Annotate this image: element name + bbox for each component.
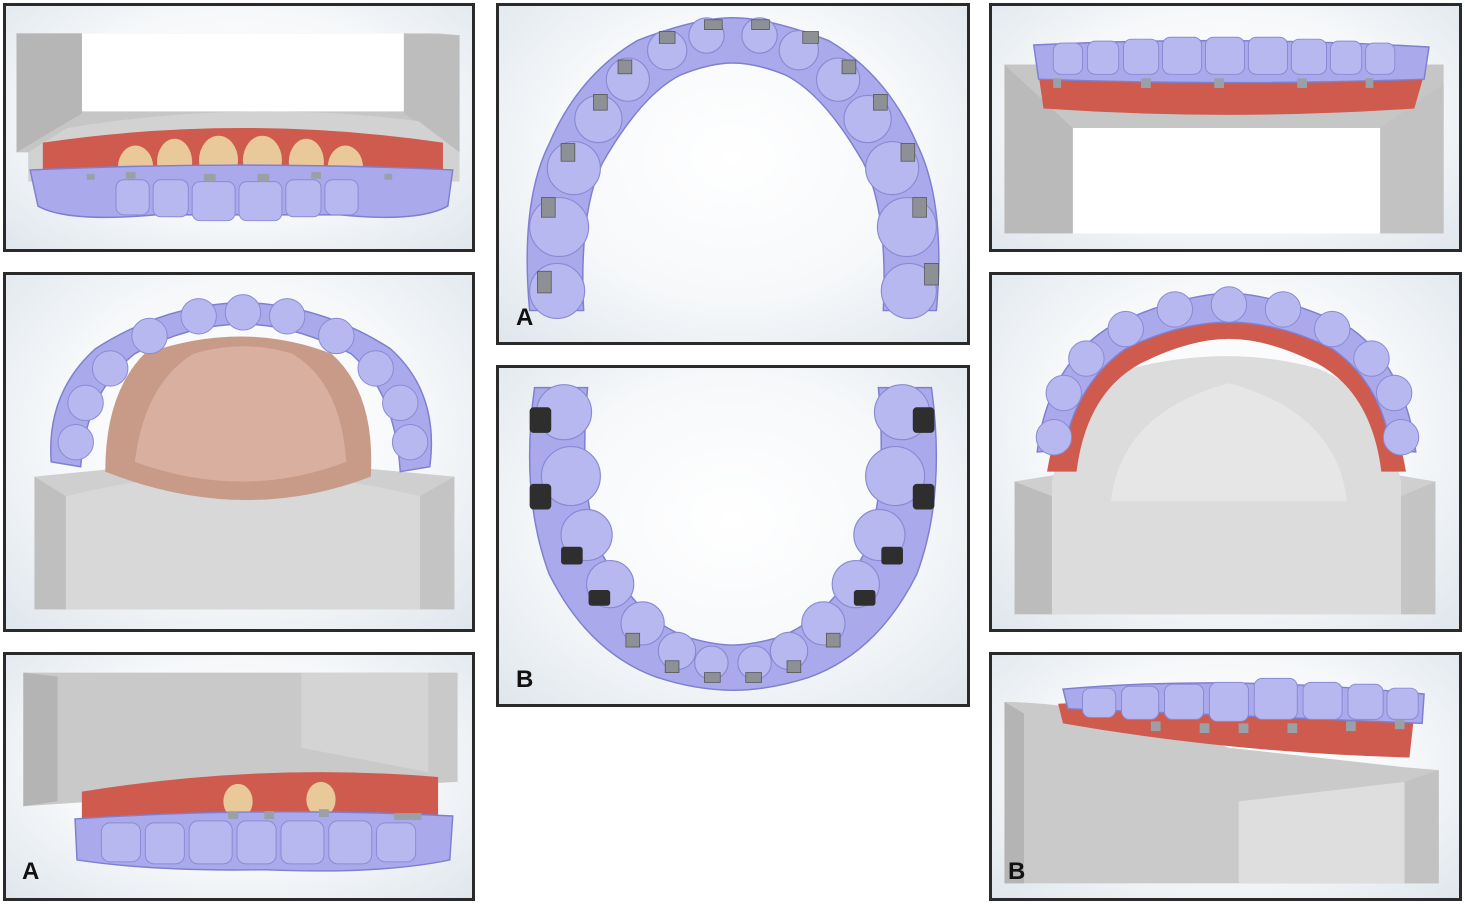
upper-palatal-render: [34, 294, 455, 610]
lower-occlusal-render: [526, 17, 940, 320]
lower-frontal-render: [16, 33, 460, 222]
panel-upper-lateral: B: [989, 652, 1462, 901]
upper-occlusal-render: [528, 384, 938, 691]
panel-lower-lateral: A: [3, 652, 475, 901]
panel-lower-occlusal: A: [496, 3, 970, 345]
panel-label: B: [1008, 858, 1026, 885]
panel-label: A: [516, 304, 534, 331]
upper-frontal-render: [1004, 36, 1444, 234]
panel-upper-occlusal: B: [496, 365, 970, 707]
panel-upper-palatal: [3, 272, 475, 632]
panel-lower-frontal: [3, 3, 475, 252]
upper-underside-render: [1014, 286, 1436, 615]
panel-upper-frontal: [989, 3, 1462, 252]
panel-upper-underside: [989, 272, 1462, 632]
panel-label: B: [516, 666, 534, 693]
lower-lateral-render: [23, 672, 458, 872]
panel-label: A: [22, 858, 40, 885]
upper-lateral-render: [1004, 677, 1439, 884]
